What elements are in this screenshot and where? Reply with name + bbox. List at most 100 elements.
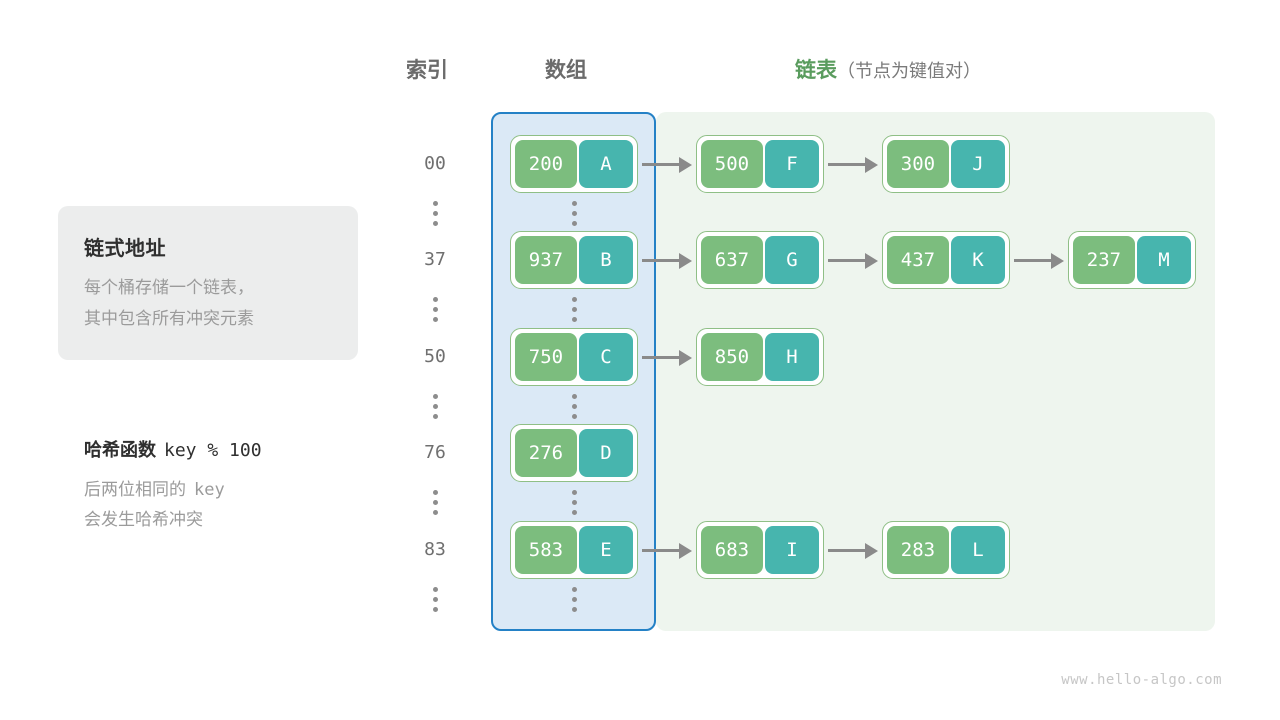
dot (432, 509, 438, 515)
node-value: B (578, 236, 633, 284)
dot (571, 489, 577, 495)
header-linked-list-sub: （节点为键值对） (837, 61, 981, 81)
bucket-index-label: 50 (424, 346, 446, 367)
node-value: G (764, 236, 819, 284)
dot (432, 499, 438, 505)
node-key: 637 (701, 236, 763, 284)
info-card-body: 每个桶存储一个链表，其中包含所有冲突元素 (84, 272, 340, 334)
info-card: 链式地址 每个桶存储一个链表，其中包含所有冲突元素 (58, 206, 358, 360)
node-key: 437 (887, 236, 949, 284)
node-value: H (764, 333, 819, 381)
next-pointer-arrow-icon (824, 231, 882, 289)
node-key: 583 (515, 526, 577, 574)
hash-function-expression: key % 100 (164, 440, 262, 461)
array-ellipsis (510, 194, 638, 232)
hash-desc-prefix: 后两位相同的 (84, 480, 186, 499)
node-value: D (578, 429, 633, 477)
dot (571, 210, 577, 216)
dot (571, 200, 577, 206)
dot (432, 393, 438, 399)
dot (571, 586, 577, 592)
next-pointer-arrow-icon (638, 231, 696, 289)
next-pointer-arrow-icon (638, 135, 696, 193)
node-key: 276 (515, 429, 577, 477)
dot (432, 220, 438, 226)
dot (571, 606, 577, 612)
next-pointer-arrow-icon (824, 135, 882, 193)
dot (432, 210, 438, 216)
header-array: 数组 (545, 59, 587, 82)
node-value: C (578, 333, 633, 381)
node-value: I (764, 526, 819, 574)
info-card-body-line: 其中包含所有冲突元素 (84, 309, 254, 328)
dot (432, 606, 438, 612)
node-key: 937 (515, 236, 577, 284)
array-ellipsis (510, 483, 638, 521)
dot (432, 403, 438, 409)
dot (571, 316, 577, 322)
node-value: L (950, 526, 1005, 574)
index-ellipsis (400, 290, 470, 328)
index-ellipsis (400, 580, 470, 618)
bucket-index-label: 83 (424, 539, 446, 560)
node-key: 500 (701, 140, 763, 188)
node-key: 283 (887, 526, 949, 574)
info-card-title: 链式地址 (84, 238, 166, 260)
node-value: F (764, 140, 819, 188)
array-ellipsis (510, 290, 638, 328)
dot (571, 393, 577, 399)
index-ellipsis (400, 483, 470, 521)
dot (432, 489, 438, 495)
dot (432, 306, 438, 312)
index-ellipsis (400, 194, 470, 232)
next-pointer-arrow-icon (824, 521, 882, 579)
header-linked-list-main: 链表 (795, 59, 837, 82)
dot (571, 220, 577, 226)
dot (571, 296, 577, 302)
node-value: A (578, 140, 633, 188)
node-key: 850 (701, 333, 763, 381)
bucket-index-label: 37 (424, 249, 446, 270)
node-value: J (950, 140, 1005, 188)
node-value: E (578, 526, 633, 574)
header-linked-list: 链表（节点为键值对） (795, 54, 981, 84)
index-ellipsis (400, 387, 470, 425)
hash-desc-key: key (194, 480, 225, 500)
dot (571, 596, 577, 602)
dot (571, 499, 577, 505)
dot (571, 509, 577, 515)
hash-function-description-line1: 后两位相同的 key (84, 475, 374, 505)
hash-function-description-line2: 会发生哈希冲突 (84, 510, 203, 529)
node-key: 683 (701, 526, 763, 574)
node-key: 237 (1073, 236, 1135, 284)
dot (571, 306, 577, 312)
dot (571, 403, 577, 409)
dot (432, 200, 438, 206)
node-key: 300 (887, 140, 949, 188)
node-key: 200 (515, 140, 577, 188)
array-ellipsis (510, 580, 638, 618)
